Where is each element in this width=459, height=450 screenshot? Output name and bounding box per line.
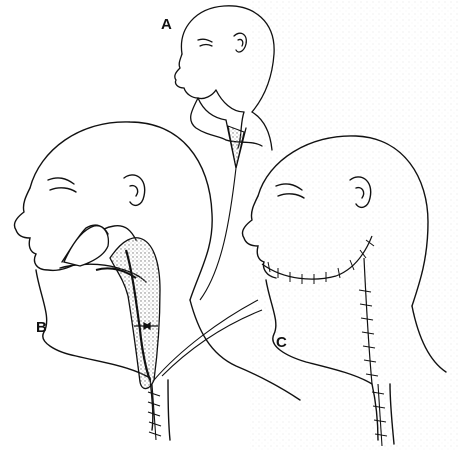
panel-b-retracted-flap [64, 226, 108, 266]
panel-label-b: B [36, 320, 47, 335]
panel-connector-lines [154, 168, 262, 380]
panel-b-suture-line [148, 384, 161, 440]
panel-label-a: A [161, 17, 172, 32]
panel-label-c: C [276, 335, 287, 350]
